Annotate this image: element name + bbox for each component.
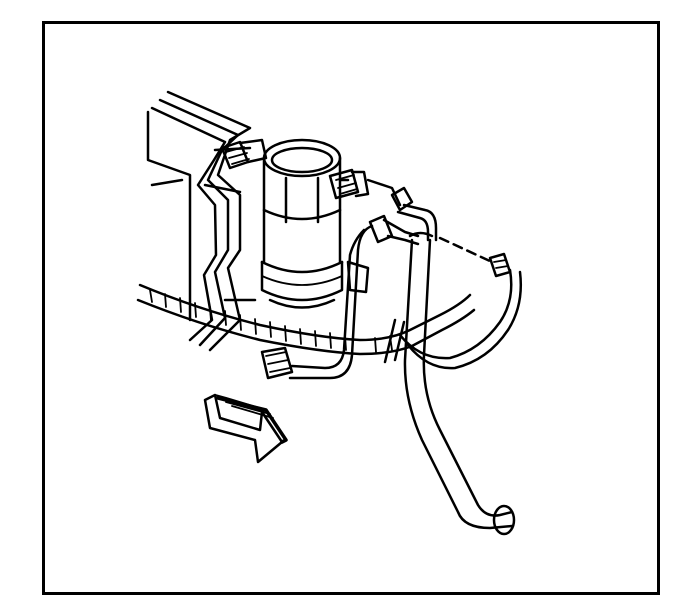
accumulator-drier-icon bbox=[260, 138, 350, 309]
suction-hose-icon bbox=[403, 231, 516, 536]
forward-direction-arrow-icon bbox=[203, 393, 288, 464]
wiring-harness-icon bbox=[136, 268, 522, 370]
outlet-fitting-icon bbox=[328, 168, 402, 207]
liquid-line-icon bbox=[260, 186, 438, 380]
inlet-fitting-icon bbox=[220, 138, 268, 170]
mounting-bolt-icon bbox=[438, 236, 512, 278]
figure-border bbox=[42, 21, 660, 595]
